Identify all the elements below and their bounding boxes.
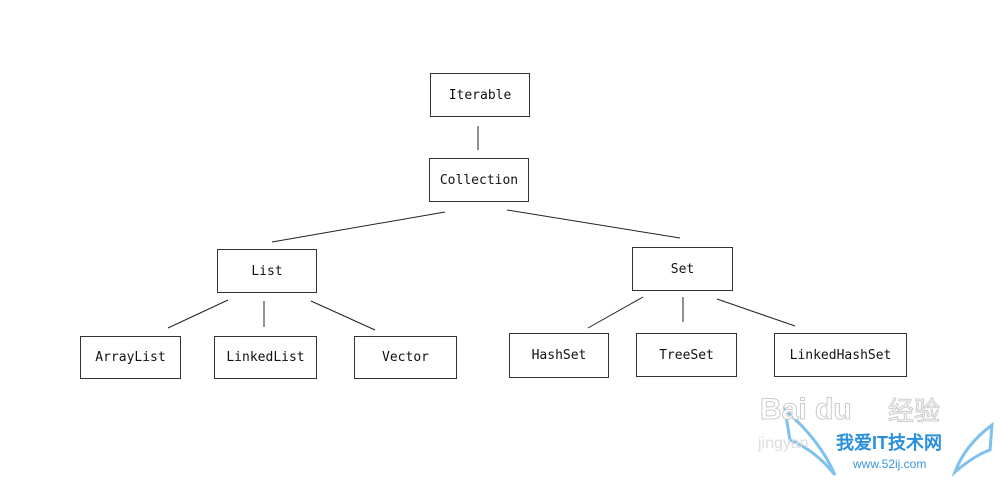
node-hashset: HashSet <box>509 333 609 378</box>
watermark-baidu: Bai du <box>760 393 853 426</box>
node-linkedlist: LinkedList <box>214 336 317 379</box>
edge-set-hashset <box>587 296 644 329</box>
edge-collection-list <box>271 211 446 243</box>
edge-list-vector <box>310 300 376 331</box>
edge-set-linkedhashset <box>716 298 796 327</box>
edge-collection-set <box>506 209 681 239</box>
watermark-site-cn: 我爱IT技术网 <box>836 433 942 453</box>
node-list: List <box>217 249 317 293</box>
watermark-jingyan: jingyan <box>758 435 809 452</box>
node-vector: Vector <box>354 336 457 379</box>
node-set: Set <box>632 247 733 291</box>
node-linkedhashset: LinkedHashSet <box>774 333 907 377</box>
watermark-jingyan-cn: 经验 <box>887 396 941 426</box>
node-iterable: Iterable <box>430 73 530 117</box>
node-arraylist: ArrayList <box>80 336 181 379</box>
node-collection: Collection <box>429 158 529 202</box>
edge-list-arraylist <box>167 299 229 329</box>
node-treeset: TreeSet <box>636 333 737 377</box>
watermark-site-url: www.52ij.com <box>853 457 927 471</box>
